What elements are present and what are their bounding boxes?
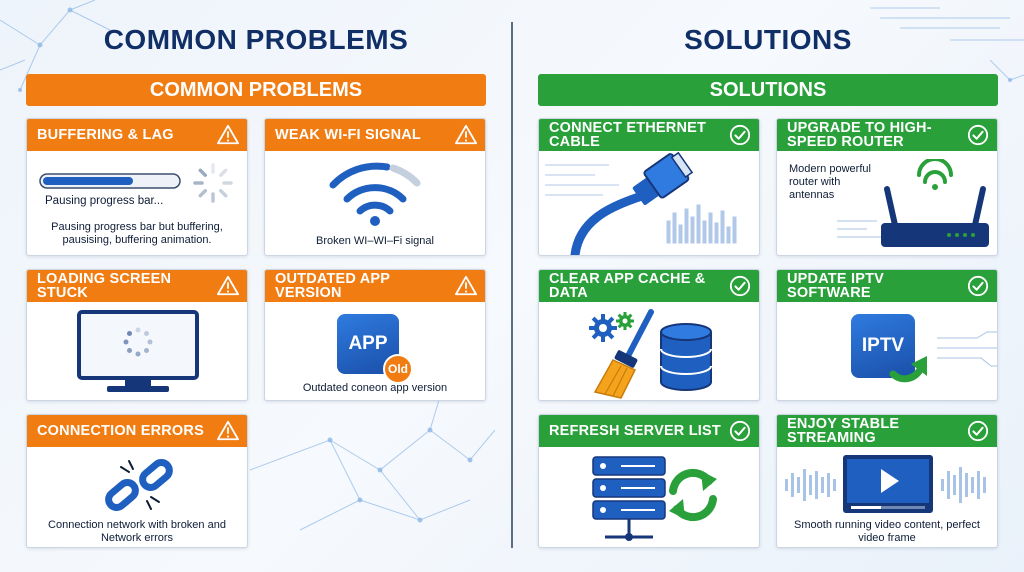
streaming-caption: Smooth running video content, perfect vi… (794, 519, 980, 544)
warning-icon (217, 124, 239, 145)
warning-icon (217, 420, 239, 441)
outdated-app-caption: Outdated coneon app version (302, 382, 448, 394)
check-circle-icon (729, 124, 751, 146)
card-title: CLEAR APP CACHE & DATA (549, 271, 706, 301)
card-title: BUFFERING & LAG (37, 127, 174, 143)
center-divider (511, 22, 513, 548)
solutions-banner: SOLUTIONS (538, 74, 998, 106)
connection-errors-caption: Connection network with broken and Netwo… (48, 519, 226, 544)
iptv-app-icon: IPTV (851, 314, 915, 378)
card-title: CONNECTION ERRORS (37, 423, 204, 439)
card-refresh-server-list: REFRESH SERVER LIST (538, 414, 760, 548)
card-title: OUTDATED APP VERSION (275, 271, 390, 301)
card-title: UPDATE IPTV SOFTWARE (787, 271, 884, 301)
card-connection-errors: CONNECTION ERRORS Connection network wit… (26, 414, 248, 548)
card-outdated-app: OUTDATED APP VERSION APP Old Outdated co… (264, 269, 486, 401)
progress-bar-icon (39, 173, 181, 189)
buffering-caption: Pausing progress bar but buffering, paus… (51, 221, 223, 246)
card-upgrade-router: UPGRADE TO HIGH-SPEED ROUTER Modern powe… (776, 118, 998, 256)
database-icon (660, 323, 712, 391)
card-clear-cache: CLEAR APP CACHE & DATA (538, 269, 760, 401)
circuit-lines-decoration (937, 331, 997, 367)
update-arrow-icon (889, 356, 927, 383)
card-update-iptv: UPDATE IPTV SOFTWARE IPTV (776, 269, 998, 401)
spinner-icon (193, 163, 233, 203)
iptv-label: IPTV (861, 335, 905, 356)
broom-icon (593, 309, 654, 399)
check-circle-icon (729, 420, 751, 442)
problems-banner: COMMON PROBLEMS (26, 74, 486, 106)
router-icon (837, 159, 989, 247)
card-title: WEAK WI-FI SIGNAL (275, 127, 421, 143)
card-enjoy-streaming: ENJOY STABLE STREAMING Smooth running vi… (776, 414, 998, 548)
check-circle-icon (967, 420, 989, 442)
card-loading-screen-stuck: LOADING SCREEN STUCK (26, 269, 248, 401)
gears-icon (589, 312, 634, 342)
check-circle-icon (967, 275, 989, 297)
common-problems-title: COMMON PROBLEMS (103, 24, 409, 55)
video-player-icon (843, 455, 933, 513)
solutions-title: SOLUTIONS (684, 24, 852, 55)
card-title: ENJOY STABLE STREAMING (787, 416, 900, 446)
buffering-caption-top: Pausing progress bar... (45, 195, 164, 207)
wifi-icon (329, 162, 421, 226)
check-circle-icon (729, 275, 751, 297)
ethernet-cable-icon (545, 151, 737, 255)
warning-icon (217, 275, 239, 296)
wifi-caption: Broken WI–WI–Fi signal (316, 235, 434, 247)
card-title: UPGRADE TO HIGH-SPEED ROUTER (787, 120, 932, 150)
app-label: APP (348, 333, 388, 354)
card-title: CONNECT ETHERNET CABLE (549, 120, 707, 150)
server-icon (592, 456, 666, 541)
card-connect-ethernet: CONNECT ETHERNET CABLE (538, 118, 760, 256)
card-title: LOADING SCREEN STUCK (37, 271, 172, 301)
monitor-icon (77, 310, 199, 392)
warning-icon (455, 124, 477, 145)
old-badge: Old (383, 354, 413, 384)
broken-link-icon (105, 459, 173, 511)
card-buffering-lag: BUFFERING & LAG Pausing progress bar... … (26, 118, 248, 256)
card-weak-wifi: WEAK WI-FI SIGNAL Broken WI–WI–Fi signal (264, 118, 486, 256)
card-title: REFRESH SERVER LIST (549, 423, 721, 439)
refresh-icon (669, 468, 717, 522)
router-caption: Modern powerful router with antennas (789, 163, 871, 201)
warning-icon (455, 275, 477, 296)
check-circle-icon (967, 124, 989, 146)
